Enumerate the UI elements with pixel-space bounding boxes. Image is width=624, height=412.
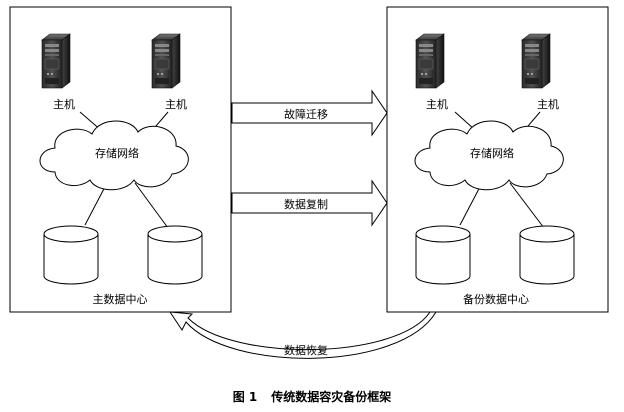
host-label: 主机 — [426, 98, 448, 111]
primary-center-title: 主数据中心 — [92, 293, 148, 306]
replication-arrow — [231, 179, 388, 227]
database-cylinder-icon — [147, 225, 203, 285]
storage-network-label: 存储网络 — [95, 147, 139, 160]
host-label: 主机 — [537, 98, 559, 111]
host-label: 主机 — [53, 98, 75, 111]
backup-center-title: 备份数据中心 — [463, 293, 529, 306]
failover-label: 故障迁移 — [284, 108, 328, 121]
server-icon — [151, 33, 181, 89]
recovery-arrow — [169, 311, 437, 359]
server-icon — [415, 33, 445, 89]
recovery-label: 数据恢复 — [284, 344, 328, 357]
server-icon — [521, 33, 551, 89]
cloud-icon — [414, 120, 564, 191]
database-cylinder-icon — [415, 225, 471, 285]
server-icon — [41, 33, 71, 89]
storage-network-label: 存储网络 — [470, 147, 514, 160]
primary-connectors — [79, 111, 169, 229]
host-label: 主机 — [165, 98, 187, 111]
figure-title: 传统数据容灾备份框架 — [271, 390, 392, 404]
figure-number: 图 1 — [232, 390, 258, 404]
failover-arrow — [231, 89, 388, 137]
database-cylinder-icon — [43, 225, 99, 285]
replication-label: 数据复制 — [284, 198, 328, 211]
cloud-icon — [39, 120, 189, 191]
figure-caption: 图 1 传统数据容灾备份框架 — [233, 388, 392, 405]
database-cylinder-icon — [519, 225, 575, 285]
